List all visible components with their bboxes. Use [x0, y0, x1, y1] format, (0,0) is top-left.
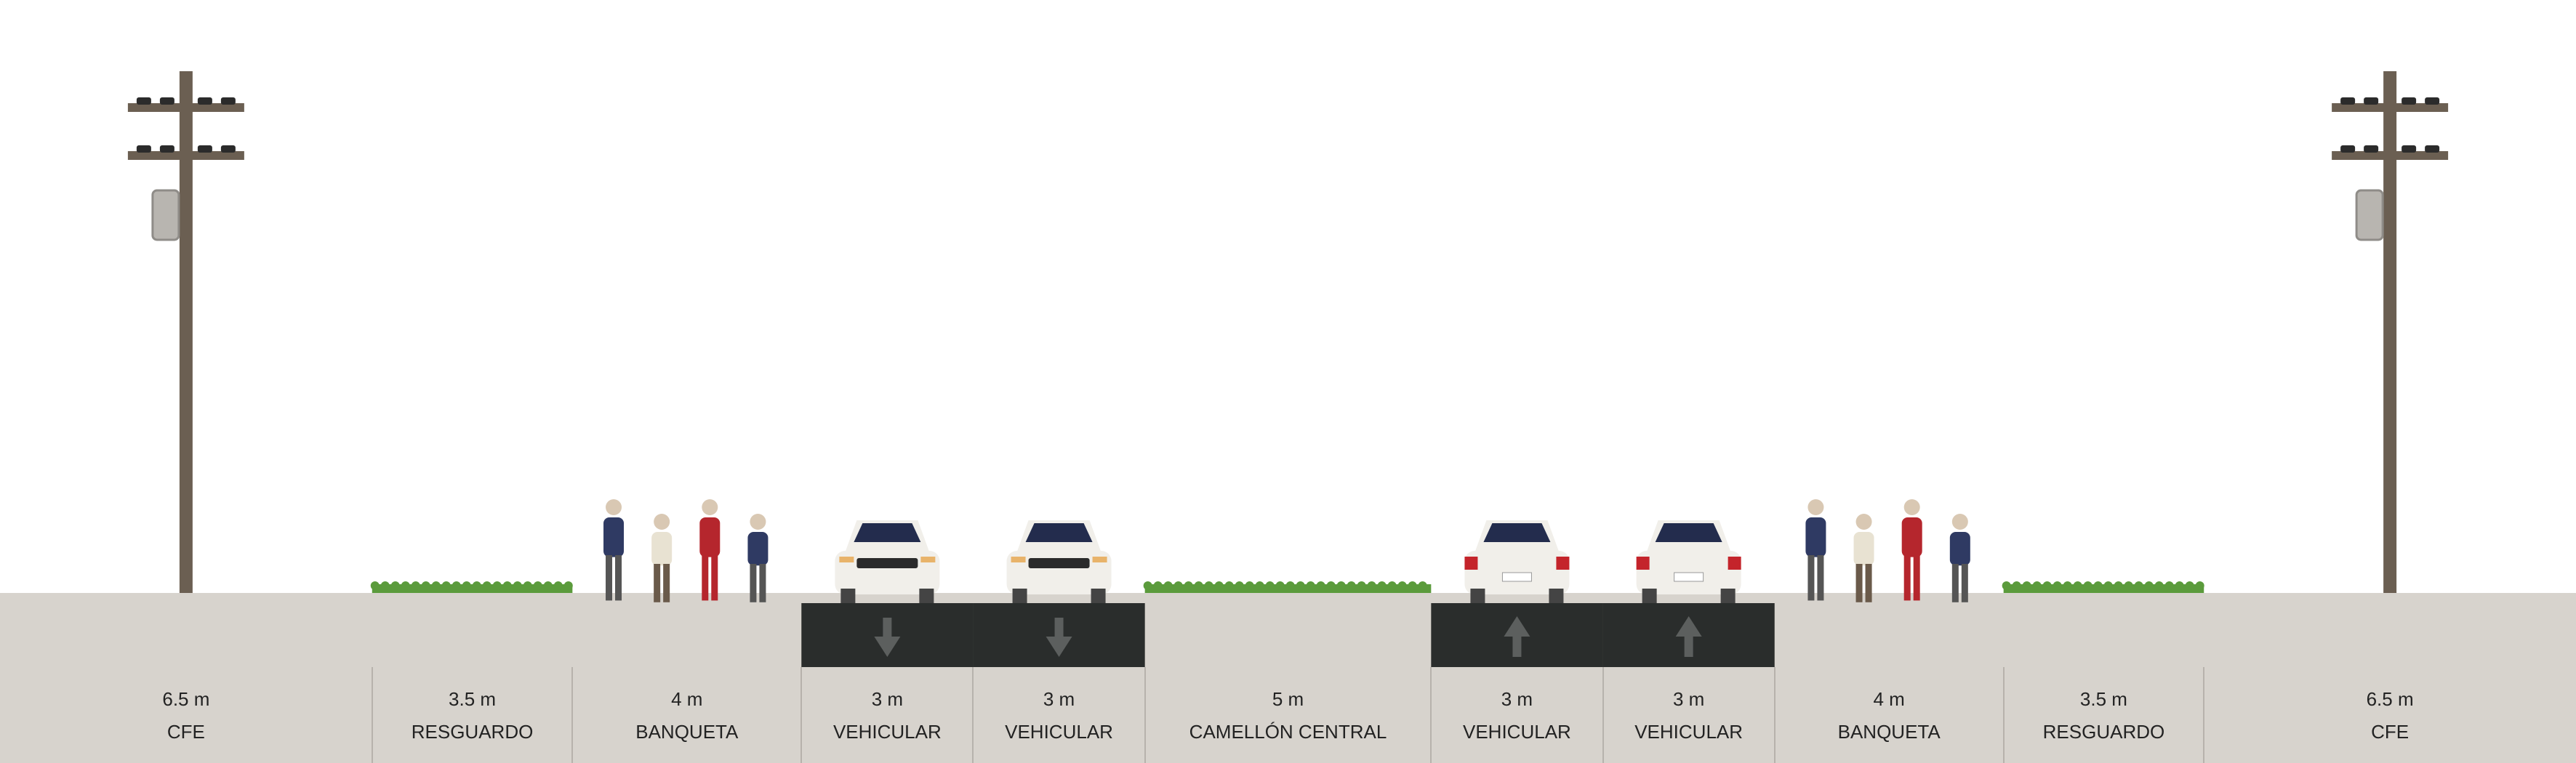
segment-divider: [2203, 667, 2205, 763]
segment-divider: [1602, 667, 1604, 763]
segment-name-label: VEHICULAR: [1634, 721, 1744, 743]
segment-name-label: CFE: [2371, 721, 2410, 743]
pedestrian-icon: [1853, 514, 1874, 602]
segment-name-label: BANQUETA: [635, 721, 739, 743]
arrow-down-icon: [1046, 618, 1072, 657]
car-rear-icon: [1636, 520, 1741, 603]
segment-width-label: 3 m: [871, 688, 904, 710]
pedestrian-icon: [1805, 499, 1826, 601]
segment-name-label: RESGUARDO: [2042, 721, 2165, 743]
pedestrian-icon: [651, 514, 673, 602]
car-front-icon: [835, 520, 940, 603]
segment-divider: [1773, 667, 1775, 763]
segment-name-label: BANQUETA: [1837, 721, 1941, 743]
grass-strip: [2002, 581, 2204, 593]
segment-width-label: 3.5 m: [2079, 688, 2127, 710]
segment-name-label: CFE: [166, 721, 205, 743]
ground: [0, 593, 2576, 763]
segment-width-label: 4 m: [1873, 688, 1905, 710]
pedestrian-icon: [1901, 499, 1922, 601]
segment-divider: [371, 667, 373, 763]
segment-divider: [1430, 667, 1432, 763]
segment-width-label: 4 m: [671, 688, 703, 710]
segment-width-label: 3 m: [1672, 688, 1705, 710]
utility-pole-icon: [2332, 71, 2449, 593]
segment-divider: [571, 667, 574, 763]
segment-width-label: 6.5 m: [162, 688, 210, 710]
segment-divider: [1144, 667, 1146, 763]
segment-width-label: 6.5 m: [2366, 688, 2414, 710]
pedestrian-icon: [603, 499, 625, 601]
pedestrian-icon: [1949, 514, 1970, 602]
segment-width-label: 3 m: [1043, 688, 1075, 710]
pedestrian-icon: [699, 499, 721, 601]
utility-pole-icon: [127, 71, 244, 593]
segment-name-label: CAMELLÓN CENTRAL: [1189, 721, 1387, 743]
arrow-down-icon: [874, 618, 901, 657]
grass-strip: [1143, 581, 1432, 593]
arrow-up-icon: [1504, 616, 1530, 657]
segment-width-label: 3 m: [1501, 688, 1533, 710]
segment-name-label: VEHICULAR: [1005, 721, 1113, 743]
segment-divider: [801, 667, 803, 763]
segment-name-label: RESGUARDO: [411, 721, 534, 743]
car-front-icon: [1006, 520, 1112, 603]
segment-width-label: 5 m: [1272, 688, 1304, 710]
segment-divider: [2002, 667, 2005, 763]
car-rear-icon: [1464, 520, 1570, 603]
segment-width-label: 3.5 m: [449, 688, 497, 710]
segment-name-label: VEHICULAR: [832, 721, 942, 743]
segment-name-label: VEHICULAR: [1463, 721, 1571, 743]
arrow-up-icon: [1675, 616, 1702, 657]
segment-divider: [972, 667, 974, 763]
grass-strip: [370, 581, 573, 593]
pedestrian-icon: [747, 514, 769, 602]
